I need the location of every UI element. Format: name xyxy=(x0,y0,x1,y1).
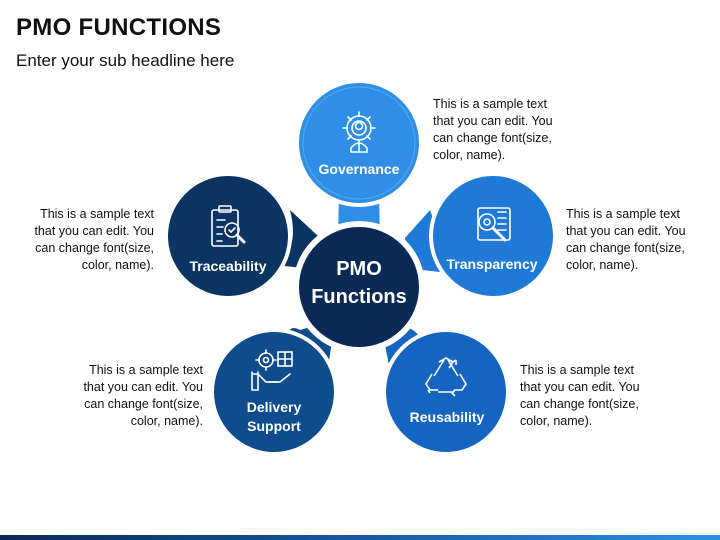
hand-gears-icon xyxy=(251,349,293,391)
clipboard-search-icon xyxy=(211,205,246,247)
footer-bar xyxy=(0,535,720,540)
petal-transparency[interactable] xyxy=(429,172,557,300)
center-label: PMO Functions xyxy=(311,258,407,308)
petal-label-transparency: Transparency xyxy=(446,256,538,272)
petal-label-traceability: Traceability xyxy=(189,258,267,274)
description-transparency: This is a sample text that you can edit.… xyxy=(566,207,686,272)
description-governance: This is a sample text that you can edit.… xyxy=(433,97,553,162)
document-magnifier-icon xyxy=(477,207,511,242)
page-subtitle: Enter your sub headline here xyxy=(16,51,235,70)
page-title: PMO FUNCTIONS xyxy=(16,14,222,41)
petal-label-governance: Governance xyxy=(318,161,400,177)
gear-person-icon xyxy=(342,111,376,153)
recycle-icon xyxy=(425,357,467,397)
description-traceability: This is a sample text that you can edit.… xyxy=(34,207,154,272)
description-reusability: This is a sample text that you can edit.… xyxy=(520,363,640,428)
description-delivery: This is a sample text that you can edit.… xyxy=(83,363,203,428)
petal-label-reusability: Reusability xyxy=(409,409,485,425)
petal-delivery[interactable] xyxy=(210,328,338,456)
petal-label-delivery: Delivery Support xyxy=(246,399,302,434)
center-hub xyxy=(293,221,425,353)
